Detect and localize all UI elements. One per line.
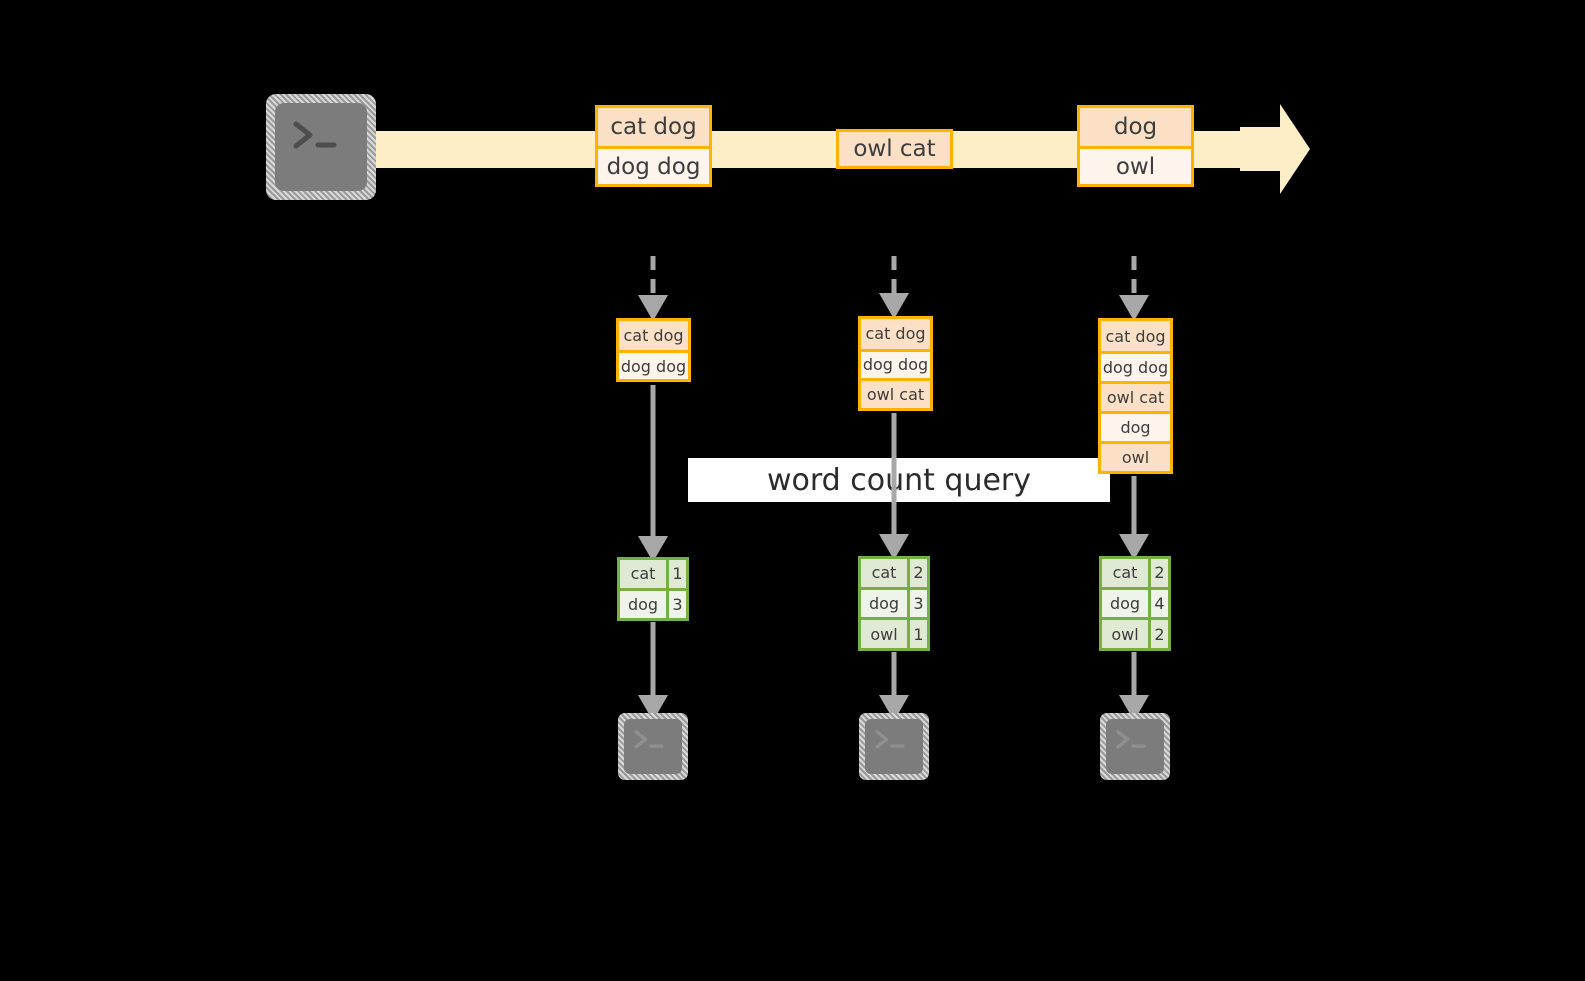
result-table-2[interactable]: cat 2 dog 3 owl 1 [858, 556, 930, 651]
result-word: cat [861, 559, 907, 587]
source-terminal-icon [266, 94, 376, 200]
result-count: 2 [1148, 620, 1168, 649]
state-line: owl cat [1101, 381, 1170, 411]
result-word: dog [620, 590, 666, 618]
result-row: cat 2 [861, 559, 927, 587]
result-row: owl 1 [861, 617, 927, 649]
stream-event-line: dog dog [598, 146, 709, 184]
stream-event-3[interactable]: dog owl [1077, 105, 1194, 187]
result-row: dog 4 [1102, 586, 1168, 618]
result-row: dog 3 [861, 586, 927, 618]
result-word: dog [1102, 589, 1148, 618]
state-line: cat dog [1101, 321, 1170, 351]
result-word: owl [861, 620, 907, 649]
sink-terminal-icon-1 [618, 713, 688, 780]
terminal-prompt-icon [1116, 730, 1146, 749]
result-table-3[interactable]: cat 2 dog 4 owl 2 [1099, 556, 1171, 651]
state-line: owl cat [861, 378, 930, 408]
result-count: 1 [907, 620, 927, 649]
state-line: dog dog [861, 348, 930, 379]
result-count: 2 [1148, 559, 1168, 587]
state-snapshot-2[interactable]: cat dog dog dog owl cat [858, 316, 933, 411]
state-snapshot-1[interactable]: cat dog dog dog [616, 318, 691, 382]
state-line: cat dog [861, 319, 930, 349]
terminal-prompt-icon [634, 730, 664, 749]
sink-terminal-icon-2 [859, 713, 929, 780]
state-line: owl [1101, 441, 1170, 471]
stream-event-line: owl cat [839, 132, 950, 166]
stream-event-line: dog [1080, 108, 1191, 146]
state-line: dog [1101, 411, 1170, 441]
result-word: owl [1102, 620, 1148, 649]
result-count: 2 [907, 559, 927, 587]
result-table-1[interactable]: cat 1 dog 3 [617, 557, 689, 621]
result-row: dog 3 [620, 587, 686, 618]
stream-arrowhead [1240, 104, 1310, 194]
terminal-prompt-icon [293, 121, 337, 149]
result-word: cat [620, 560, 666, 588]
state-line: dog dog [1101, 351, 1170, 381]
result-word: cat [1102, 559, 1148, 587]
result-count: 3 [907, 589, 927, 618]
result-row: cat 1 [620, 560, 686, 588]
result-count: 1 [666, 560, 686, 588]
sink-terminal-icon-3 [1100, 713, 1170, 780]
stream-event-line: owl [1080, 146, 1191, 184]
state-snapshot-3[interactable]: cat dog dog dog owl cat dog owl [1098, 318, 1173, 474]
stream-event-line: cat dog [598, 108, 709, 146]
state-line: cat dog [619, 321, 688, 350]
result-row: cat 2 [1102, 559, 1168, 587]
result-count: 3 [666, 590, 686, 618]
result-word: dog [861, 589, 907, 618]
stream-event-2[interactable]: owl cat [836, 129, 953, 169]
terminal-prompt-icon [875, 730, 905, 749]
result-row: owl 2 [1102, 617, 1168, 649]
state-line: dog dog [619, 350, 688, 379]
stream-event-1[interactable]: cat dog dog dog [595, 105, 712, 187]
query-label: word count query [688, 458, 1110, 502]
result-count: 4 [1148, 589, 1168, 618]
